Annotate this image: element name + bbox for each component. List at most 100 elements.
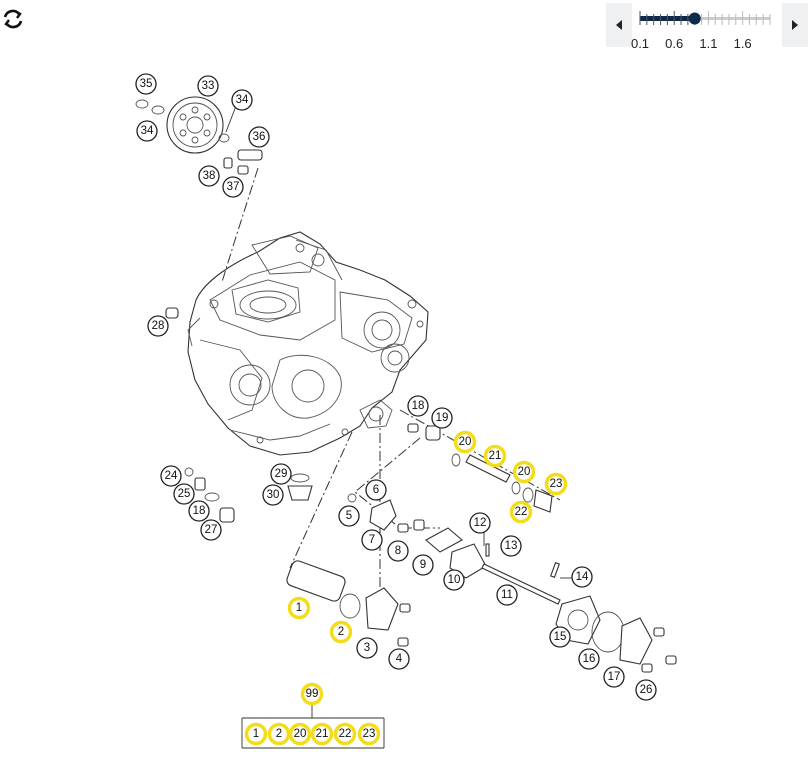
kit-callout-21[interactable]: 21	[310, 722, 334, 746]
zoom-tick-label: 1.6	[733, 36, 752, 51]
callout-35[interactable]: 35	[135, 73, 157, 95]
callout-label: 1	[296, 602, 302, 614]
callout-24[interactable]: 24	[160, 465, 182, 487]
callout-38[interactable]: 38	[198, 165, 220, 187]
callout-20[interactable]: 20	[512, 460, 536, 484]
callout-33[interactable]: 33	[197, 75, 219, 97]
callout-label: 13	[505, 540, 518, 552]
callout-10[interactable]: 10	[443, 569, 465, 591]
callout-9[interactable]: 9	[412, 554, 434, 576]
kit-callout-1[interactable]: 1	[244, 722, 268, 746]
callout-label: 8	[395, 545, 401, 557]
callout-1[interactable]: 1	[287, 596, 311, 620]
zoom-slider[interactable]: 0.1 0.6 1.1 1.6	[631, 3, 776, 51]
callout-29[interactable]: 29	[270, 463, 292, 485]
callout-label: 38	[203, 170, 216, 182]
callout-label: 99	[306, 688, 319, 700]
zoom-out-button[interactable]	[606, 3, 632, 47]
callout-26[interactable]: 26	[635, 679, 657, 701]
callout-label: 21	[316, 728, 329, 740]
callout-4[interactable]: 4	[388, 648, 410, 670]
callout-30[interactable]: 30	[262, 484, 284, 506]
callout-36[interactable]: 36	[248, 126, 270, 148]
kit-callout-23[interactable]: 23	[357, 722, 381, 746]
callout-label: 5	[346, 510, 352, 522]
callout-label: 35	[140, 78, 153, 90]
callout-37[interactable]: 37	[222, 176, 244, 198]
callout-label: 30	[267, 489, 280, 501]
callout-label: 15	[554, 631, 567, 643]
callout-label: 25	[178, 488, 191, 500]
callout-label: 1	[253, 728, 259, 740]
callout-label: 16	[583, 653, 596, 665]
callout-label: 2	[276, 728, 282, 740]
callout-34[interactable]: 34	[231, 89, 253, 111]
callout-23[interactable]: 23	[544, 472, 568, 496]
callout-label: 21	[489, 450, 502, 462]
callout-6[interactable]: 6	[365, 479, 387, 501]
callout-label: 24	[165, 470, 178, 482]
callout-21[interactable]: 21	[483, 444, 507, 468]
callout-2[interactable]: 2	[329, 620, 353, 644]
zoom-tick-label: 0.6	[665, 36, 684, 51]
callout-label: 23	[363, 728, 376, 740]
callout-7[interactable]: 7	[361, 529, 383, 551]
callout-label: 18	[193, 505, 206, 517]
callout-label: 29	[275, 468, 288, 480]
callout-label: 36	[253, 131, 266, 143]
callout-34[interactable]: 34	[136, 120, 158, 142]
zoom-tick-label: 0.1	[630, 36, 650, 51]
callout-28[interactable]: 28	[147, 315, 169, 337]
small-parts-drawing	[135, 99, 677, 673]
callout-label: 2	[338, 626, 344, 638]
callout-label: 28	[152, 320, 165, 332]
callout-label: 33	[202, 80, 215, 92]
callout-12[interactable]: 12	[469, 512, 491, 534]
callout-22[interactable]: 22	[509, 500, 533, 524]
callout-19[interactable]: 19	[431, 407, 453, 429]
reload-icon[interactable]	[0, 6, 26, 32]
kit-callout-22[interactable]: 22	[333, 722, 357, 746]
callout-18[interactable]: 18	[188, 500, 210, 522]
kit-callout-2[interactable]: 2	[267, 722, 291, 746]
chevron-left-icon	[616, 20, 622, 30]
callout-3[interactable]: 3	[356, 637, 378, 659]
zoom-in-button[interactable]	[782, 3, 808, 47]
callout-label: 6	[373, 484, 379, 496]
callout-15[interactable]: 15	[549, 626, 571, 648]
callout-label: 22	[339, 728, 352, 740]
callout-label: 23	[550, 478, 563, 490]
callout-13[interactable]: 13	[500, 535, 522, 557]
callout-11[interactable]: 11	[496, 584, 518, 606]
callout-label: 22	[515, 506, 528, 518]
zoom-tick-label: 1.1	[699, 36, 718, 51]
callout-14[interactable]: 14	[571, 566, 593, 588]
chevron-right-icon	[792, 20, 798, 30]
callout-label: 11	[501, 589, 513, 601]
callout-5[interactable]: 5	[338, 505, 360, 527]
callout-label: 20	[294, 728, 307, 740]
callout-99[interactable]: 99	[300, 682, 324, 706]
callout-label: 37	[227, 181, 240, 193]
callout-18[interactable]: 18	[407, 395, 429, 417]
callout-8[interactable]: 8	[387, 540, 409, 562]
kit-callout-20[interactable]: 20	[288, 722, 312, 746]
zoom-handle[interactable]	[688, 12, 701, 25]
crankcase-drawing	[187, 231, 429, 456]
callout-label: 27	[205, 524, 218, 536]
callout-20[interactable]: 20	[453, 430, 477, 454]
callout-label: 17	[608, 671, 621, 683]
callout-label: 14	[576, 571, 589, 583]
callout-17[interactable]: 17	[603, 666, 625, 688]
callout-16[interactable]: 16	[578, 648, 600, 670]
callout-label: 12	[474, 517, 487, 529]
callout-label: 10	[448, 574, 461, 586]
callout-25[interactable]: 25	[173, 483, 195, 505]
callout-label: 3	[364, 642, 370, 654]
callout-27[interactable]: 27	[200, 519, 222, 541]
zoom-track-rail	[640, 17, 770, 20]
callout-label: 9	[420, 559, 426, 571]
zoom-slider-control: 0.1 0.6 1.1 1.6	[606, 3, 810, 51]
